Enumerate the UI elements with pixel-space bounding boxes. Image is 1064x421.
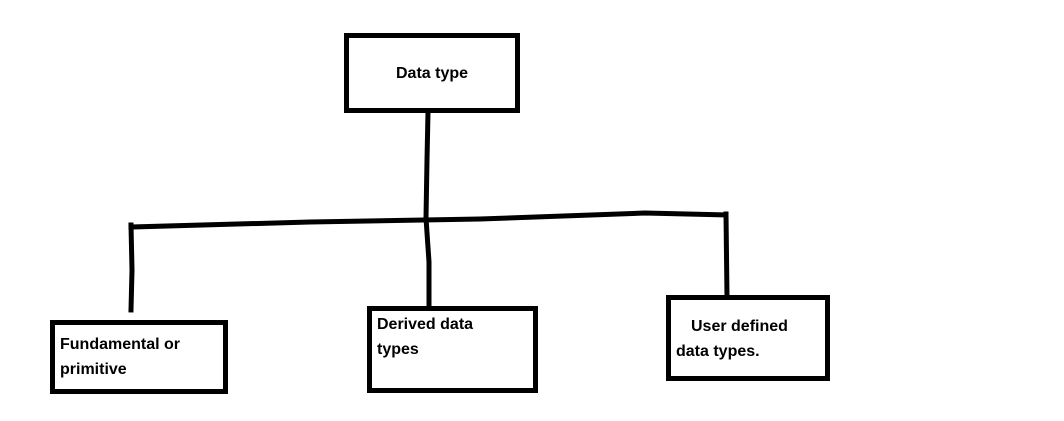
node-derived-label-line-2: types (377, 341, 419, 358)
node-data-type: Data type (344, 33, 520, 113)
connector-root-stem (423, 109, 432, 311)
node-fundamental-or-primitive: Fundamental or primitive (50, 320, 228, 394)
node-fundamental-label-line-2: primitive (60, 361, 127, 378)
node-derived-data-types: Derived data types (367, 306, 538, 393)
connector-left-drop (128, 222, 135, 313)
connector-right-drop (723, 211, 730, 300)
node-fundamental-label-line-1: Fundamental or (60, 336, 181, 353)
node-data-type-label: Data type (395, 64, 469, 82)
node-derived-label-line-1: Derived data (377, 316, 474, 333)
node-user-defined-label-line-2: data types. (676, 343, 760, 360)
node-user-defined-data-types: User defined data types. (666, 295, 830, 381)
node-user-defined-label-line-1: User defined (691, 318, 788, 335)
connector-horizontal-rail (128, 210, 729, 230)
